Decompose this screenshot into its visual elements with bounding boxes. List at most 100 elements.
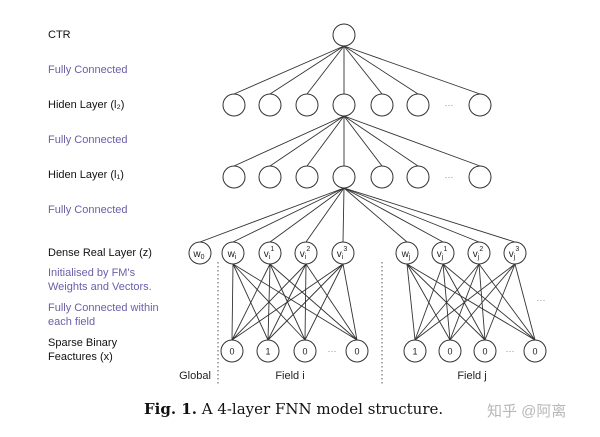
edge-hidden1-to-dense (269, 187, 345, 243)
hidden2-ellipsis: ··· (445, 100, 454, 110)
edge-hidden1-to-dense (343, 187, 516, 243)
edge-sparse-to-dense-field-j (406, 263, 451, 341)
edge-sparse-to-dense-field-j (414, 263, 480, 341)
label-dense-real-layer: Dense Real Layer (z) (48, 247, 152, 259)
node-label-vi3: vi3 (337, 246, 348, 261)
edge-hidden2-to-hidden1 (343, 115, 383, 167)
edge-sparse-to-dense-field-j (406, 263, 486, 341)
edge-ctr-to-hidden2 (306, 45, 345, 95)
hidden2-node (332, 93, 356, 117)
edge-sparse-to-dense-field-i (269, 263, 358, 341)
label-hidden-layer-1: Hiden Layer (l₁) (48, 169, 124, 181)
sparse-value: 1 (265, 347, 270, 357)
edge-ctr-to-hidden2 (343, 45, 481, 95)
sparse-value: 0 (354, 347, 359, 357)
node-label-vj3: vj3 (509, 246, 520, 261)
sparse-value: 0 (229, 347, 234, 357)
hidden1-node (295, 165, 319, 189)
edge-ctr-to-hidden2 (343, 45, 383, 95)
group-label-global: Global (179, 370, 211, 382)
edge-ctr-to-hidden2 (233, 45, 345, 95)
edge-hidden2-to-hidden1 (306, 115, 345, 167)
edge-sparse-to-dense-field-j (442, 263, 536, 341)
label-initialised-by-fm: Initialised by FM's Weights and Vectors. (48, 267, 152, 293)
node-label-vj2: vj2 (473, 246, 484, 261)
edge-hidden1-to-dense (199, 187, 345, 243)
edge-sparse-to-dense-field-j (442, 263, 486, 341)
hidden1-ellipsis: ··· (445, 172, 454, 182)
edge-ctr-to-hidden2 (343, 45, 419, 95)
label-ctr: CTR (48, 29, 71, 41)
edge-sparse-to-dense-field-i (231, 263, 307, 341)
edge-hidden2-to-hidden1 (343, 115, 481, 167)
hidden1-node (258, 165, 282, 189)
sparse-node-field-j (473, 339, 497, 363)
hidden1-node (370, 165, 394, 189)
hidden1-node (332, 165, 356, 189)
sparse-node-field-i (220, 339, 244, 363)
edge-hidden1-to-dense (343, 187, 408, 243)
hidden2-node (468, 93, 492, 117)
node-label-wi: wi (227, 249, 237, 261)
hidden1-node (468, 165, 492, 189)
dense-node-wj (395, 241, 419, 265)
ctr-output-node (332, 23, 356, 47)
edge-sparse-to-dense-field-i (267, 263, 344, 341)
edge-sparse-to-dense-field-i (342, 263, 358, 341)
label-fully-connected-2: Fully Connected (48, 134, 128, 146)
dense-node-vi1 (258, 241, 282, 265)
label-fully-connected-1: Fully Connected (48, 64, 128, 76)
dense-ellipsis: ··· (537, 295, 546, 305)
edge-sparse-to-dense-field-j (414, 263, 444, 341)
group-label-field-i: Field i (275, 370, 304, 382)
node-label-vj1: vj1 (437, 246, 448, 261)
hidden1-node (406, 165, 430, 189)
dense-node-vi3 (331, 241, 355, 265)
edge-sparse-to-dense-field-i (305, 263, 358, 341)
node-label-vi1: vi1 (264, 246, 275, 261)
edge-hidden1-to-dense (342, 187, 345, 243)
dense-node-vj1 (431, 241, 455, 265)
figure-caption: Fig. 1. A 4-layer FNN model structure. (144, 400, 443, 418)
label-fully-connected-3: Fully Connected (48, 204, 128, 216)
sparse-node-field-i (345, 339, 369, 363)
hidden2-node (406, 93, 430, 117)
edge-sparse-to-dense-field-i (231, 263, 344, 341)
edge-sparse-to-dense-field-i (232, 263, 358, 341)
caption-text: A 4-layer FNN model structure. (196, 400, 444, 418)
edge-ctr-to-hidden2 (269, 45, 345, 95)
sparse-value: 0 (532, 347, 537, 357)
hidden2-node (370, 93, 394, 117)
node-label-w,0: w0 (192, 249, 204, 261)
sparse-node-field-i (293, 339, 317, 363)
edge-hidden2-to-hidden1 (233, 115, 345, 167)
sparse-node-field-j (523, 339, 547, 363)
sparse-ellipsis-field-j: ··· (506, 346, 515, 356)
edge-sparse-to-dense-field-j (406, 263, 416, 341)
edge-sparse-to-dense-field-j (414, 263, 516, 341)
edge-hidden1-to-dense (343, 187, 444, 243)
dense-node-wi (221, 241, 245, 265)
watermark: 知乎 @阿离 (487, 403, 567, 420)
sparse-value: 0 (482, 347, 487, 357)
edge-hidden1-to-dense (305, 187, 345, 243)
hidden2-node (295, 93, 319, 117)
label-fully-connected-within: Fully Connected within each field (48, 302, 159, 328)
edge-sparse-to-dense-field-i (231, 263, 234, 341)
hidden2-node (258, 93, 282, 117)
sparse-ellipsis-field-i: ··· (328, 346, 337, 356)
edge-hidden1-to-dense (232, 187, 345, 243)
dense-node-vi2 (294, 241, 318, 265)
edge-sparse-to-dense-field-i (304, 263, 344, 341)
sparse-value: 0 (447, 347, 452, 357)
sparse-node-field-i (256, 339, 280, 363)
edge-hidden2-to-hidden1 (343, 115, 419, 167)
edge-sparse-to-dense-field-j (406, 263, 536, 341)
edge-sparse-to-dense-field-j (478, 263, 536, 341)
label-sparse-binary-features: Sparse Binary Feactures (x) (48, 337, 118, 363)
sparse-node-field-j (438, 339, 462, 363)
dense-node-vj3 (503, 241, 527, 265)
edge-hidden2-to-hidden1 (269, 115, 345, 167)
edge-sparse-to-dense-field-j (449, 263, 516, 341)
